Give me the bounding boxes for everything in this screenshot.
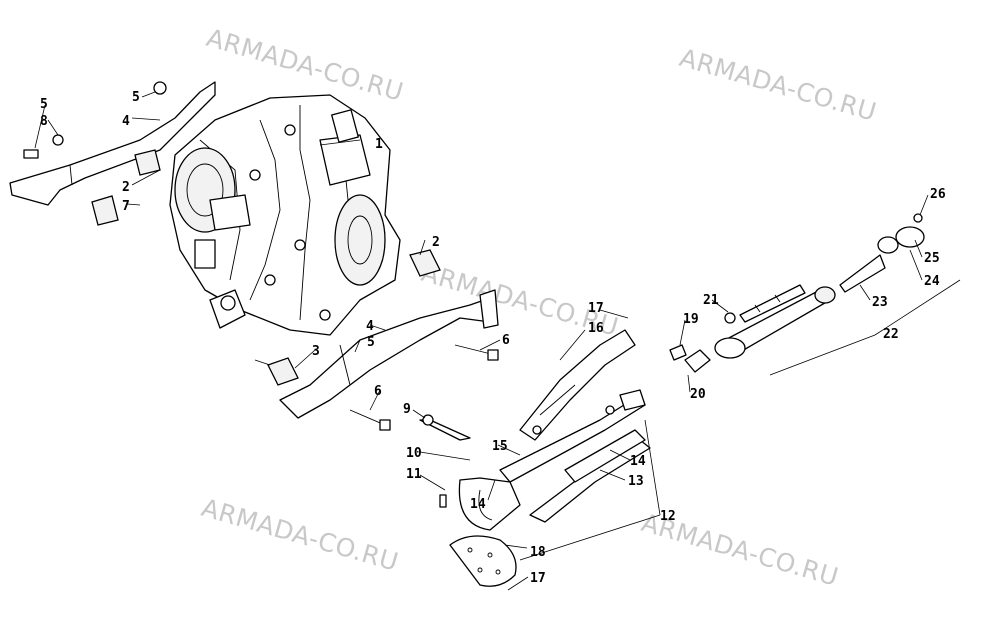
callout-1: 1 [375, 137, 383, 152]
rubber-mounts [91, 149, 441, 386]
callout-14-left: 14 [470, 497, 486, 512]
spark-arrestor [839, 213, 925, 293]
engine-assembly [169, 94, 401, 336]
watermark-bottom-left: ARMADA-CO.RU [198, 493, 401, 577]
callout-23: 23 [872, 295, 888, 310]
callout-4-bottom: 4 [366, 319, 374, 334]
callout-20: 20 [690, 387, 706, 402]
watermark-top-left: ARMADA-CO.RU [203, 23, 406, 107]
callout-2-left: 2 [122, 180, 130, 195]
callout-17-bottom: 17 [530, 571, 546, 586]
callout-5-top: 5 [132, 90, 140, 105]
callout-5-mid: 5 [367, 335, 375, 350]
muffler [669, 284, 836, 373]
callout-15: 15 [492, 439, 508, 454]
callout-7: 7 [122, 199, 130, 214]
callout-14-right: 14 [630, 454, 646, 469]
leader-lines [34, 91, 961, 591]
callout-26: 26 [930, 187, 946, 202]
heat-shield-bracket [519, 329, 636, 441]
callout-numbers: 1 2 2 3 4 4 5 5 5 6 6 7 8 9 10 11 12 13 … [40, 90, 946, 586]
exhaust-pipe [458, 389, 651, 531]
callout-19: 19 [683, 312, 699, 327]
callout-18: 18 [530, 545, 546, 560]
heat-shield-disc [449, 535, 517, 587]
callout-5-left: 5 [40, 97, 48, 112]
callout-12: 12 [660, 509, 676, 524]
watermark-top-right: ARMADA-CO.RU [676, 43, 879, 127]
callout-24: 24 [924, 274, 940, 289]
callout-2-right: 2 [432, 235, 440, 250]
callout-25: 25 [924, 251, 940, 266]
callout-10: 10 [406, 446, 422, 461]
callout-16: 16 [588, 321, 604, 336]
callout-11: 11 [406, 467, 422, 482]
callout-4-top: 4 [122, 114, 130, 129]
callout-9: 9 [403, 402, 411, 417]
callout-21: 21 [703, 293, 719, 308]
callout-3: 3 [312, 344, 320, 359]
callout-8: 8 [40, 114, 48, 129]
callout-6-right: 6 [502, 333, 510, 348]
callout-6-lower: 6 [374, 384, 382, 399]
callout-17-top: 17 [588, 301, 604, 316]
callout-13: 13 [628, 474, 644, 489]
callout-22: 22 [883, 327, 899, 342]
o2-sensor [419, 414, 471, 441]
